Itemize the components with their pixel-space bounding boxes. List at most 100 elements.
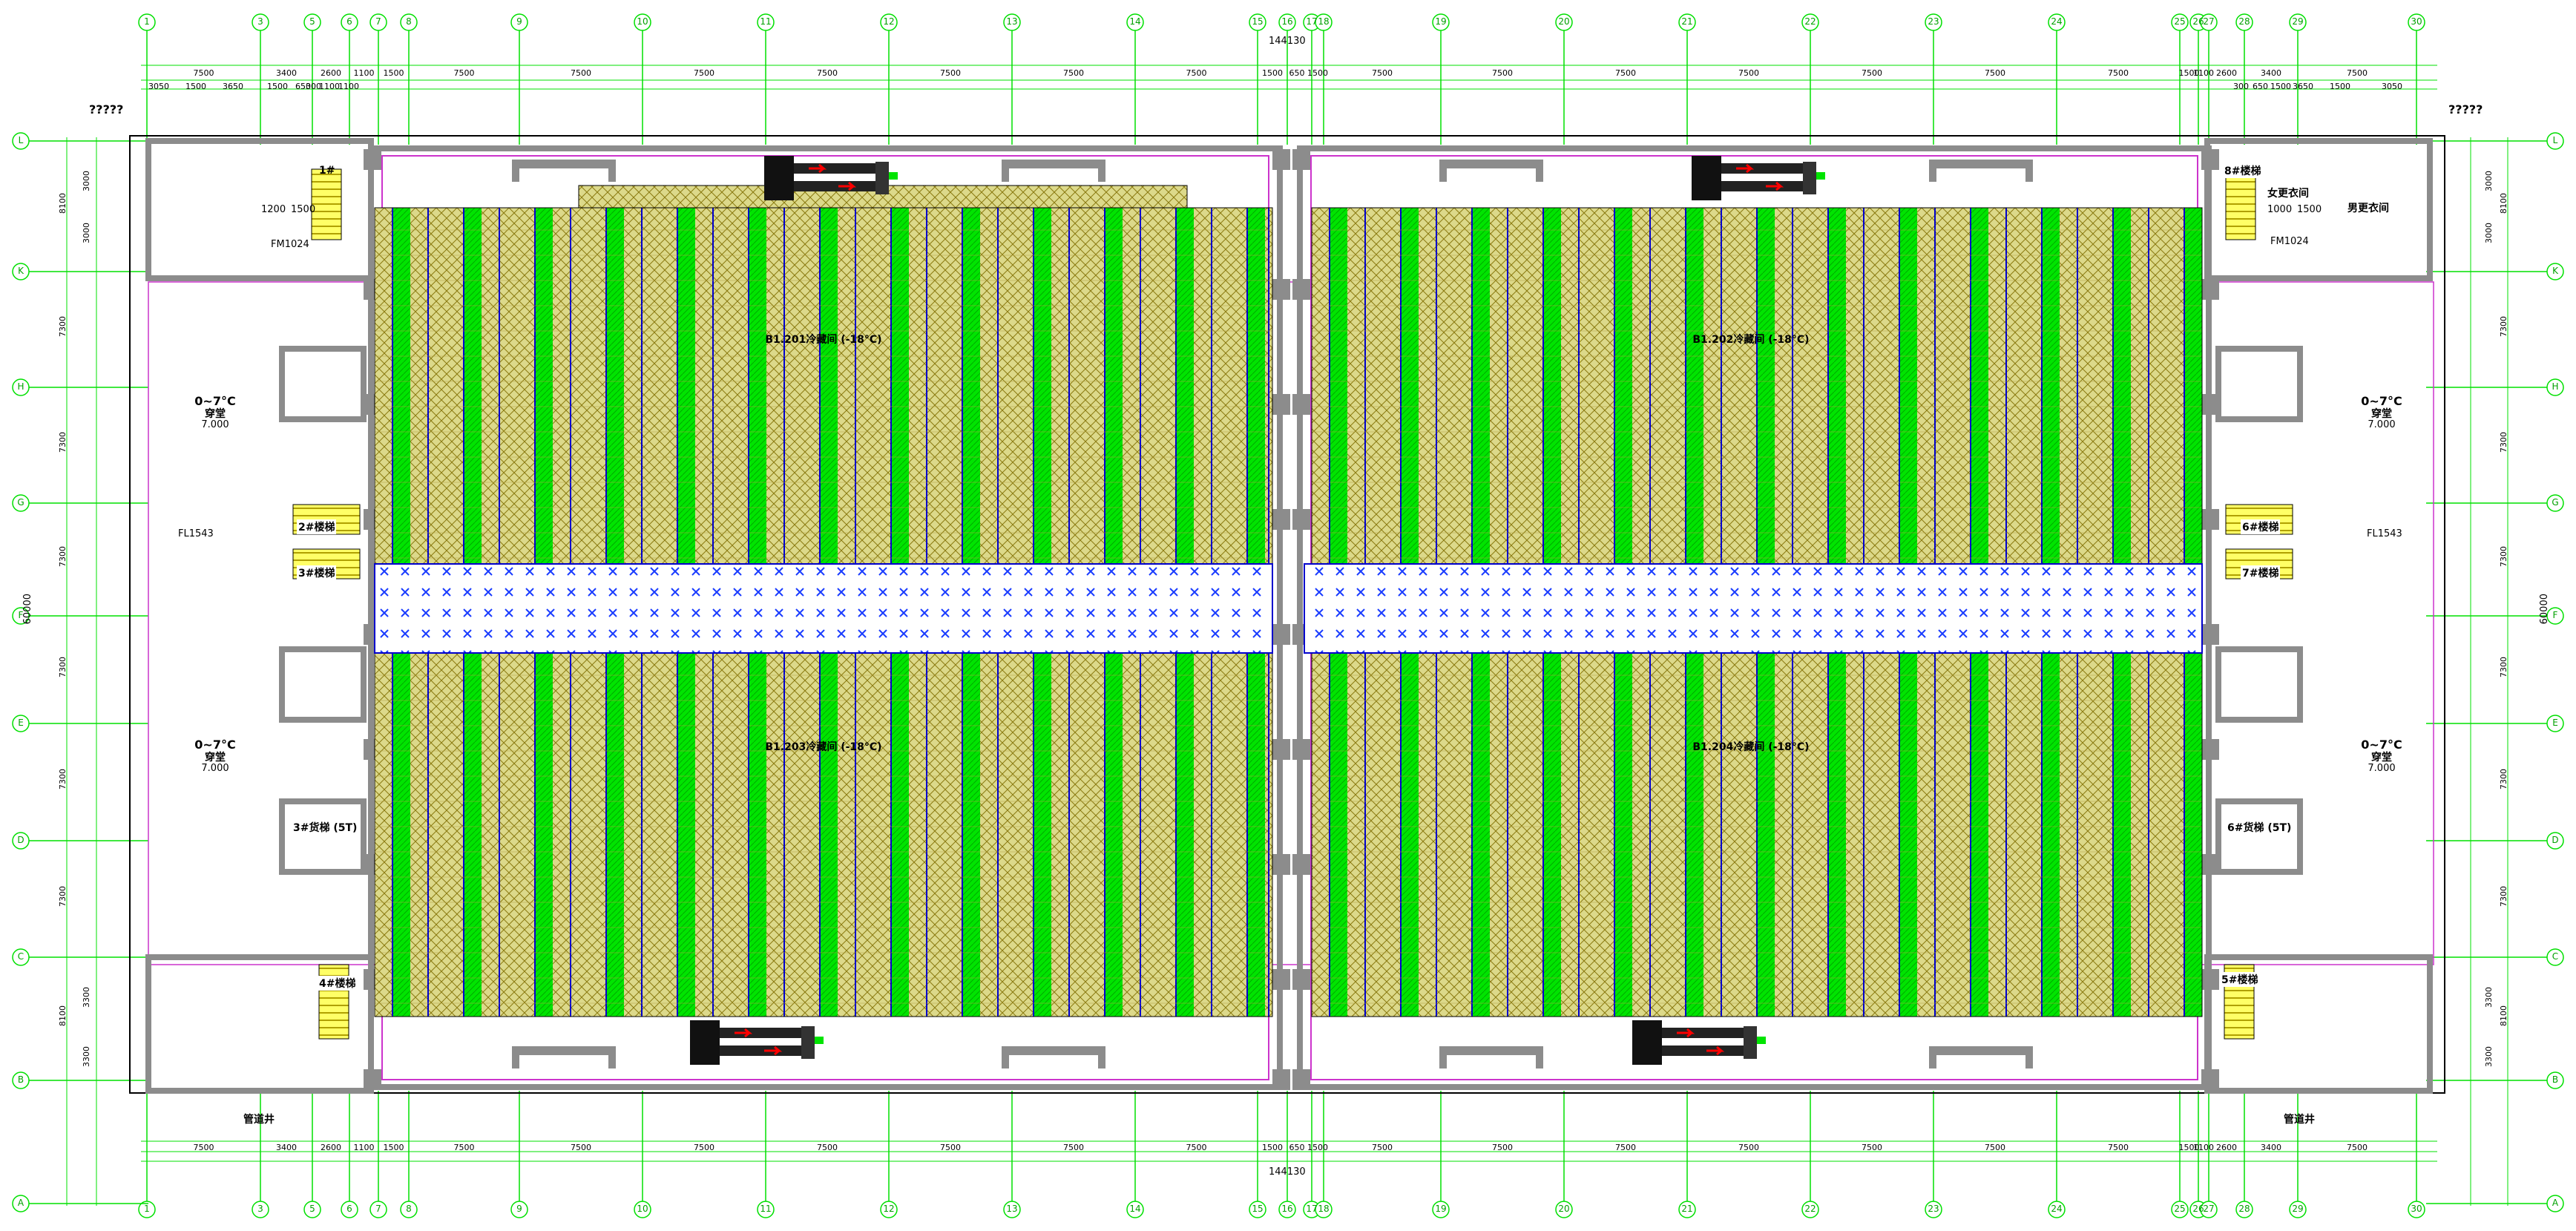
axis-label-bottom: 11 <box>760 1204 772 1214</box>
axis-label-left: H <box>17 381 24 392</box>
axis-label-bottom: 16 <box>1281 1204 1293 1214</box>
rack-frame-b3 <box>1158 653 1176 1017</box>
dim-label-bottom: 1500 <box>1307 1143 1328 1152</box>
forklift-arrow <box>1706 1045 1725 1056</box>
rack-bay-b4 <box>1864 653 1882 1017</box>
dim-label-bottom: 7500 <box>193 1143 214 1152</box>
axis-label-right: K <box>2552 266 2558 276</box>
rack-frame-b3 <box>1087 653 1105 1017</box>
dim-label-top: 1500 <box>1307 68 1328 78</box>
dim-label-top-row2: 1500 <box>267 82 288 91</box>
dim-label-bottom: 1500 <box>1262 1143 1283 1152</box>
rack-bay-b2 <box>2184 208 2202 564</box>
axis-bubble-top-21 <box>1678 13 1696 31</box>
dim-label-bottom: 2600 <box>2216 1143 2237 1152</box>
rack-frame-b3 <box>873 653 891 1017</box>
rack-frame-b3 <box>766 653 784 1017</box>
axis-bubble-top-23 <box>1925 13 1942 31</box>
rack-bay-b2 <box>1971 208 1988 564</box>
axis-bubble-top-28 <box>2235 13 2253 31</box>
dim-label-top: 2600 <box>2216 68 2237 78</box>
axis-label-top: 24 <box>2051 16 2063 27</box>
forklift-arrow <box>1736 163 1755 174</box>
corner-mark-left: ????? <box>89 102 124 116</box>
rack-frame-b2 <box>1347 208 1365 564</box>
forklift-marker <box>1757 1037 1766 1044</box>
dim-label-bottom: 7500 <box>1186 1143 1207 1152</box>
axis-bubble-left-E <box>12 715 30 732</box>
rack-bay-b1 <box>749 208 766 564</box>
axis-label-top: 30 <box>2411 16 2422 27</box>
rack-bay-b2 <box>1793 208 1810 564</box>
rack-bay-b2 <box>1935 208 1953 564</box>
dim-label-top: 7500 <box>817 68 838 78</box>
rack-bay-b1 <box>962 208 980 564</box>
rack-bay-b4 <box>1686 653 1703 1017</box>
rack-bay-b2 <box>1614 208 1632 564</box>
dim-label-side-small: 3300 <box>82 1046 91 1067</box>
rack-frame-b3 <box>1229 653 1247 1017</box>
axis-bubble-bottom-11 <box>757 1201 775 1218</box>
rack-frame-b2 <box>1739 208 1757 564</box>
cold-room-label-2: B1.202冷藏间 (-18°C) <box>1692 334 1810 346</box>
door-tag-right-1500: 1500 <box>2297 204 2322 215</box>
rack-bay-b1 <box>428 208 446 564</box>
dim-label-top-row2: 650 <box>2253 82 2268 91</box>
axis-label-bottom: 13 <box>1006 1204 1018 1214</box>
rack-bay-b1 <box>499 208 517 564</box>
rack-frame-b2 <box>1383 208 1401 564</box>
dock-equipment <box>690 156 1825 1065</box>
wall-niche <box>1439 160 1543 182</box>
axis-label-bottom: 29 <box>2292 1204 2304 1214</box>
dim-label-side-right: 7300 <box>2499 432 2508 453</box>
forklift-fork <box>1803 162 1816 194</box>
axis-label-top: 13 <box>1006 16 1018 27</box>
rack-bay-b3 <box>927 653 944 1017</box>
lobby-label-left-top: 0~7°C 穿堂 7.000 <box>194 394 236 431</box>
wall-column <box>1272 1069 1290 1090</box>
axis-bubble-bottom-10 <box>634 1201 651 1218</box>
dim-label-top: 7500 <box>1492 68 1513 78</box>
dim-label-bottom: 3400 <box>276 1143 297 1152</box>
axis-label-left: G <box>17 497 24 508</box>
axis-label-right: E <box>2552 718 2558 728</box>
axis-bubble-bottom-22 <box>1801 1201 1819 1218</box>
elevator-frame-0 <box>279 798 367 875</box>
axis-label-top: 16 <box>1281 16 1293 27</box>
axis-bubble-top-8 <box>400 13 418 31</box>
dim-label-top: 7500 <box>1063 68 1084 78</box>
rack-bay-b1 <box>1212 208 1229 564</box>
axis-bubble-top-24 <box>2048 13 2066 31</box>
axis-bubble-bottom-15 <box>1249 1201 1266 1218</box>
axis-label-top: 9 <box>516 16 522 27</box>
support-room-nw <box>145 138 374 281</box>
axis-label-top: 1 <box>144 16 150 27</box>
rack-bay-b3 <box>891 653 909 1017</box>
forklift-mast <box>794 181 875 191</box>
axis-bubble-top-19 <box>1432 13 1450 31</box>
axis-label-top: 10 <box>637 16 648 27</box>
dim-label-bottom: 1500 <box>2178 1143 2200 1152</box>
dim-label-top: 1100 <box>2193 68 2214 78</box>
dim-label-top: 7500 <box>2347 68 2368 78</box>
axis-bubble-top-1 <box>138 13 156 31</box>
elevator-frame-3 <box>2215 346 2303 422</box>
axis-bubble-top-30 <box>2408 13 2425 31</box>
rack-bay-b4 <box>1436 653 1454 1017</box>
axis-label-right: L <box>2552 135 2558 145</box>
rack-frame-b3 <box>838 653 855 1017</box>
wall-column <box>1292 509 1310 530</box>
rack-frame-b1 <box>660 208 677 564</box>
wall-column <box>1292 149 1310 170</box>
rack-frame-b1 <box>1194 208 1212 564</box>
axis-label-top: 27 <box>2203 16 2215 27</box>
axis-bubble-bottom-24 <box>2048 1201 2066 1218</box>
wall-column <box>1272 739 1290 760</box>
dim-label-bottom: 1100 <box>353 1143 375 1152</box>
dim-label-bottom: 7500 <box>1492 1143 1513 1152</box>
rack-frame-b1 <box>695 208 713 564</box>
fl-tag-right: FL1543 <box>2367 528 2402 539</box>
rack-frame-b1 <box>731 208 749 564</box>
rack-frame-b4 <box>1988 653 2006 1017</box>
cold-store-wall-east <box>1297 145 2212 1090</box>
